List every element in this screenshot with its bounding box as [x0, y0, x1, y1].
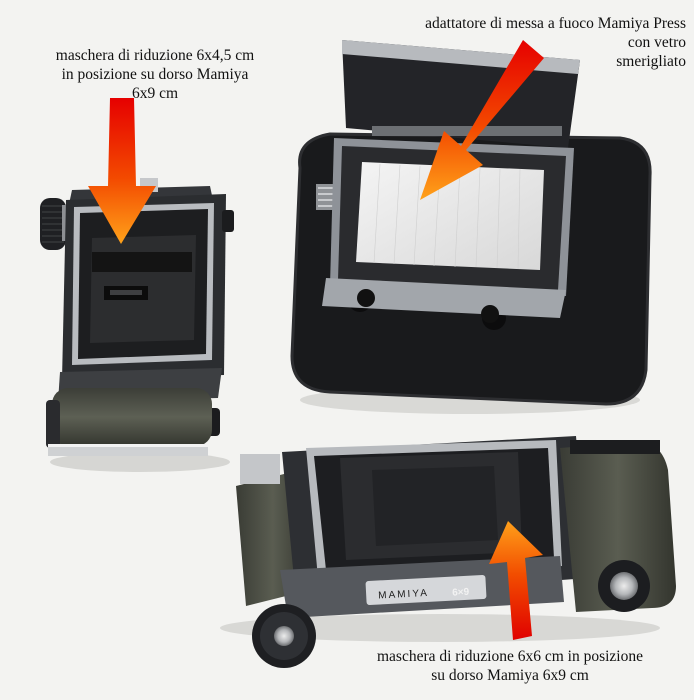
caption-66-mask: maschera di riduzione 6x6 cm in posizion… [330, 647, 690, 685]
caption-line: 6x9 cm [131, 85, 179, 102]
arrow-to-ground-glass [420, 40, 544, 200]
caption-line: maschera di riduzione 6x4,5 cm [55, 47, 255, 64]
caption-line: adattatore di messa a fuoco Mamiya Press [425, 15, 686, 32]
caption-line: maschera di riduzione 6x6 cm in posizion… [376, 648, 643, 665]
arrow-to-66-mask [489, 521, 543, 640]
caption-645-mask: maschera di riduzione 6x4,5 cm in posizi… [30, 46, 280, 103]
brand-plate-text: MAMIYA [378, 588, 429, 602]
caption-line: smerigliato [616, 53, 686, 70]
ground-glass-focusing-adapter [290, 40, 652, 414]
caption-line: con vetro [627, 34, 686, 51]
caption-ground-glass-adapter: adattatore di messa a fuoco Mamiya Press… [346, 14, 686, 71]
caption-line: in posizione su dorso Mamiya [61, 66, 249, 83]
arrow-to-645-mask [88, 98, 156, 244]
film-back-6x45-mask [40, 178, 234, 472]
film-back-6x6-mask [220, 436, 676, 668]
format-plate-text: 6×9 [452, 587, 470, 599]
caption-line: su dorso Mamiya 6x9 cm [431, 667, 589, 684]
